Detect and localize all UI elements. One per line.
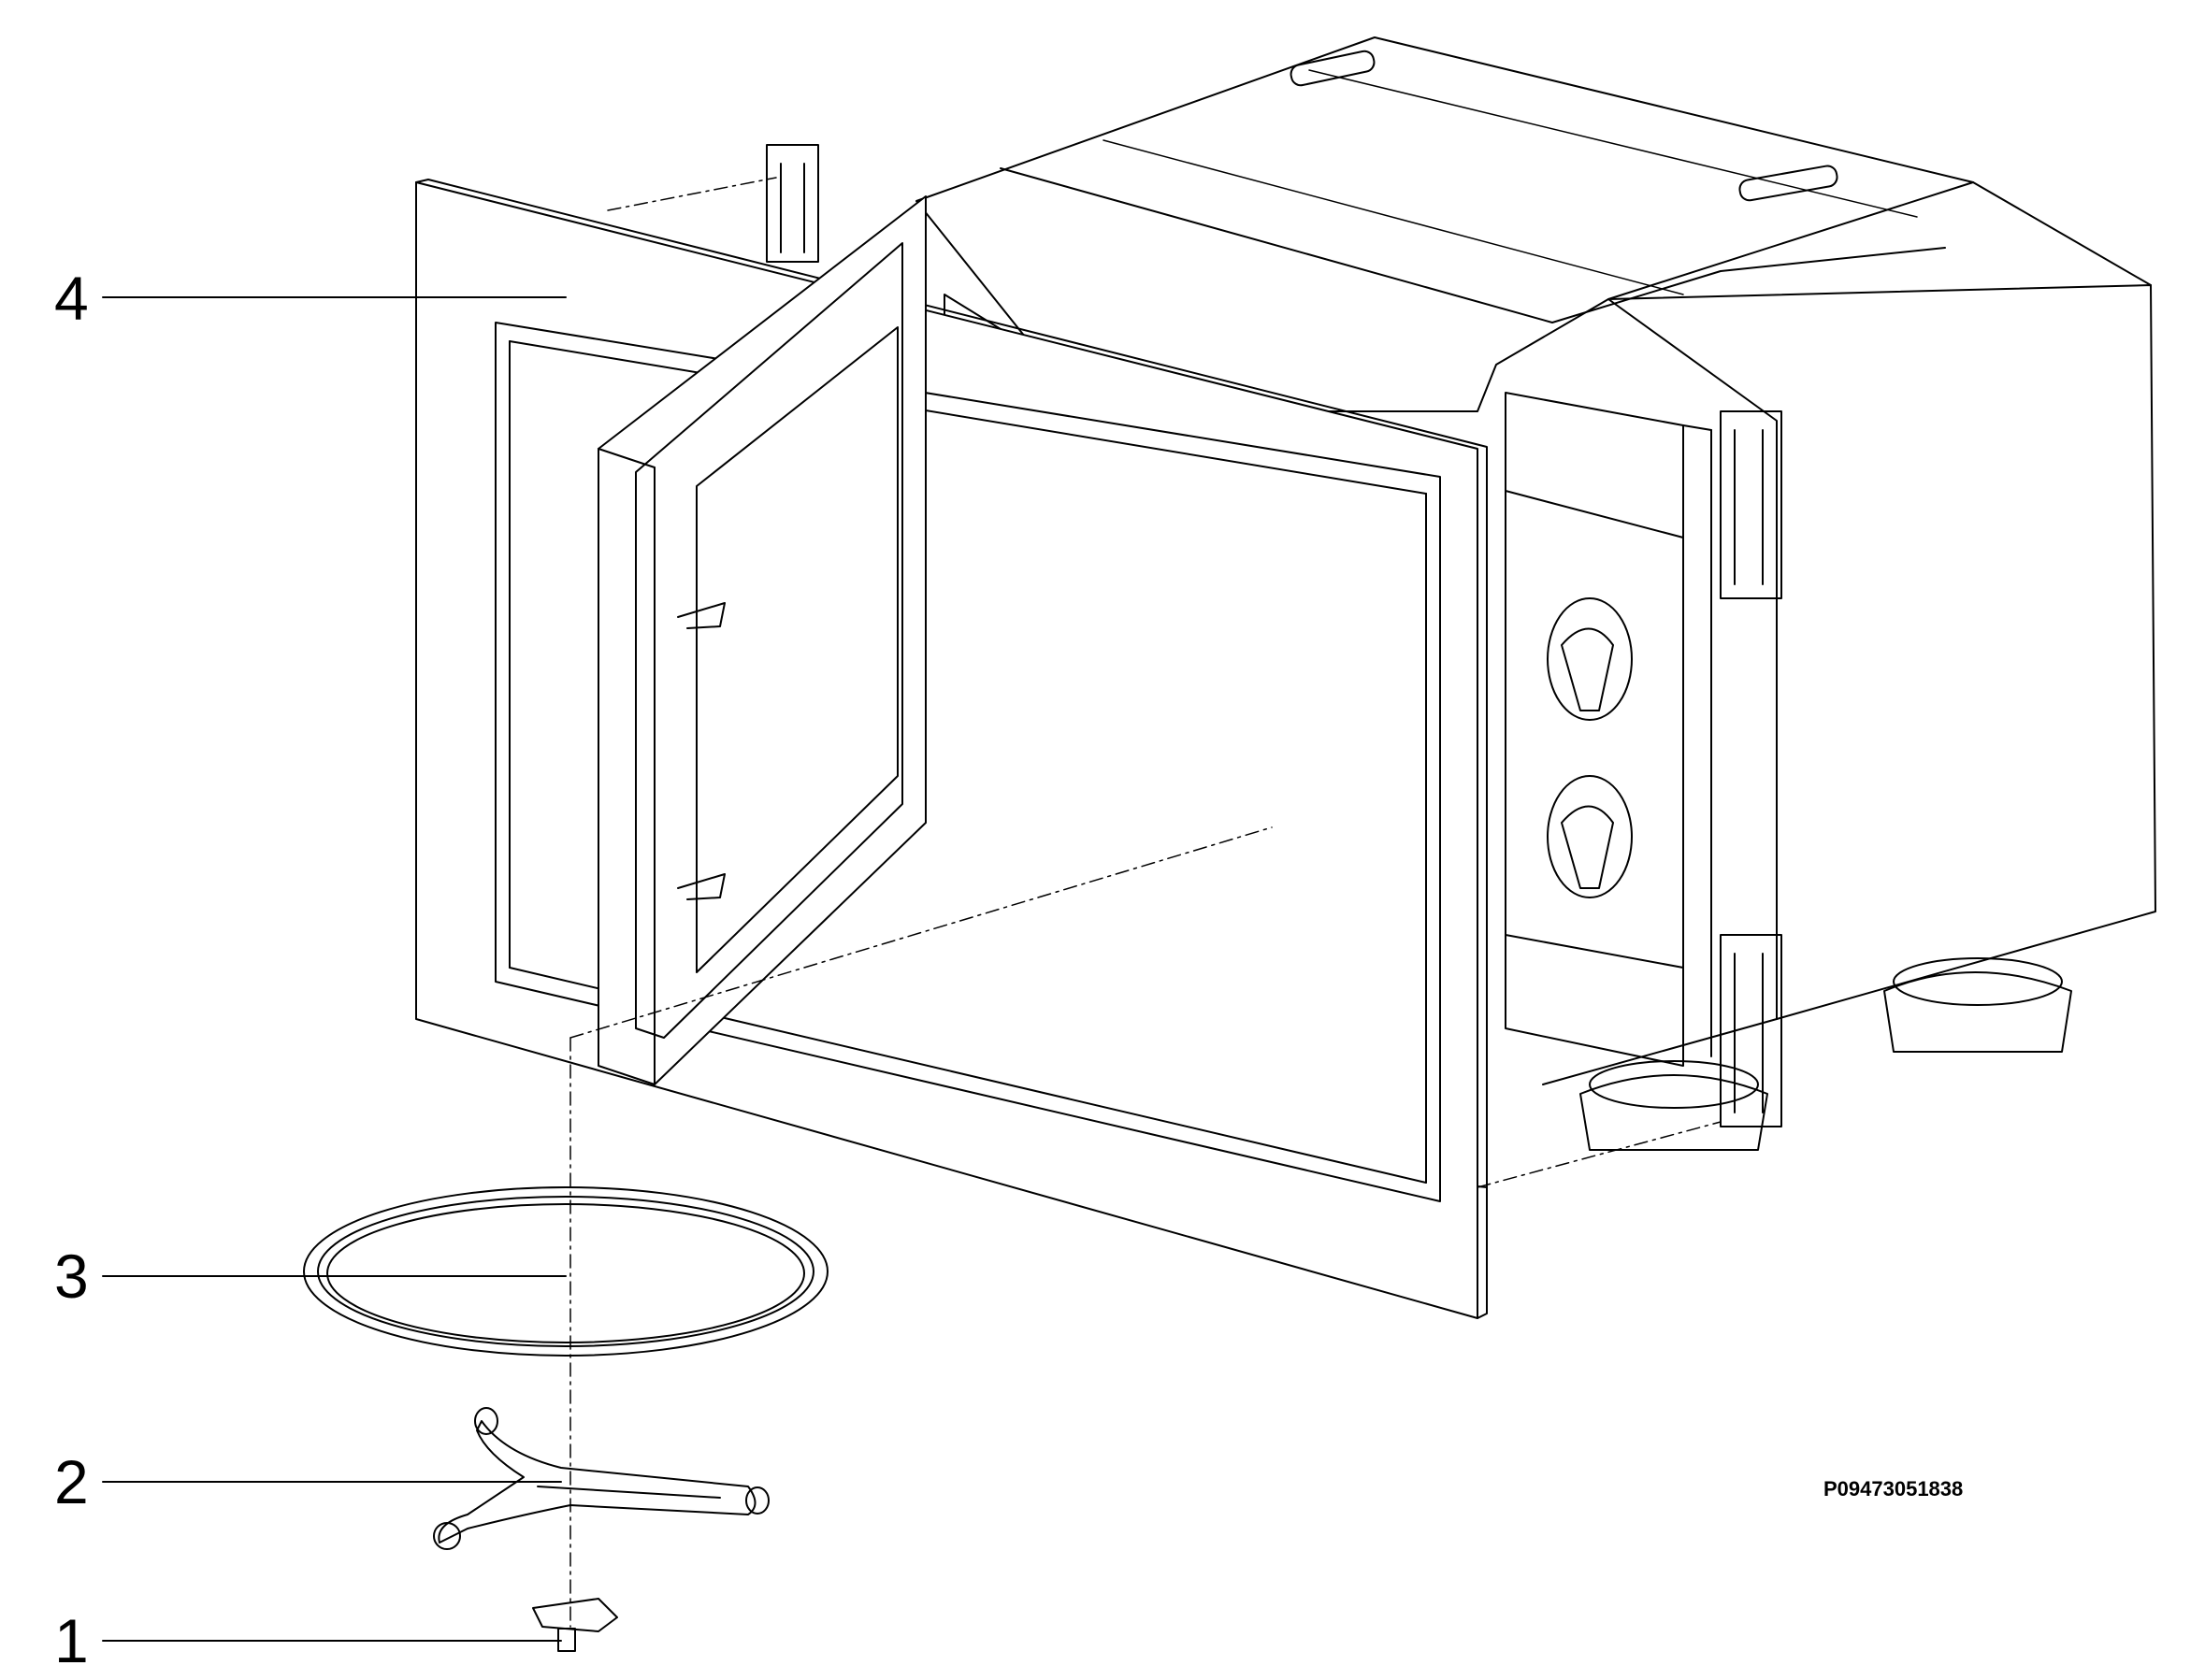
top-slot-2 <box>1738 165 1838 202</box>
timer-knob <box>1548 598 1632 720</box>
roller-ring-support <box>434 1408 769 1549</box>
glass-turntable-plate <box>304 1187 828 1356</box>
door-hook-upper <box>678 603 725 628</box>
mounting-bracket-bottom-right <box>1721 935 1781 1127</box>
door-hook-lower <box>678 874 725 899</box>
installation-frame <box>416 179 1487 1318</box>
callout-4: 4 <box>54 264 89 333</box>
control-panel <box>1506 393 1683 1066</box>
reference-code: P09473051838 <box>1823 1477 1964 1501</box>
mounting-bracket-top-right <box>1721 411 1781 598</box>
turntable-coupler <box>533 1599 617 1651</box>
callout-3: 3 <box>54 1242 89 1311</box>
callout-2: 2 <box>54 1447 89 1516</box>
mounting-bracket-top-left <box>767 145 818 262</box>
top-slot-1 <box>1290 50 1376 87</box>
foot-rear-right <box>1884 958 2071 1052</box>
microwave-right-side <box>1608 285 2155 1019</box>
callout-1: 1 <box>54 1606 89 1675</box>
foot-front-right <box>1580 1061 1767 1150</box>
microwave-door <box>598 196 926 1084</box>
power-knob <box>1548 776 1632 897</box>
